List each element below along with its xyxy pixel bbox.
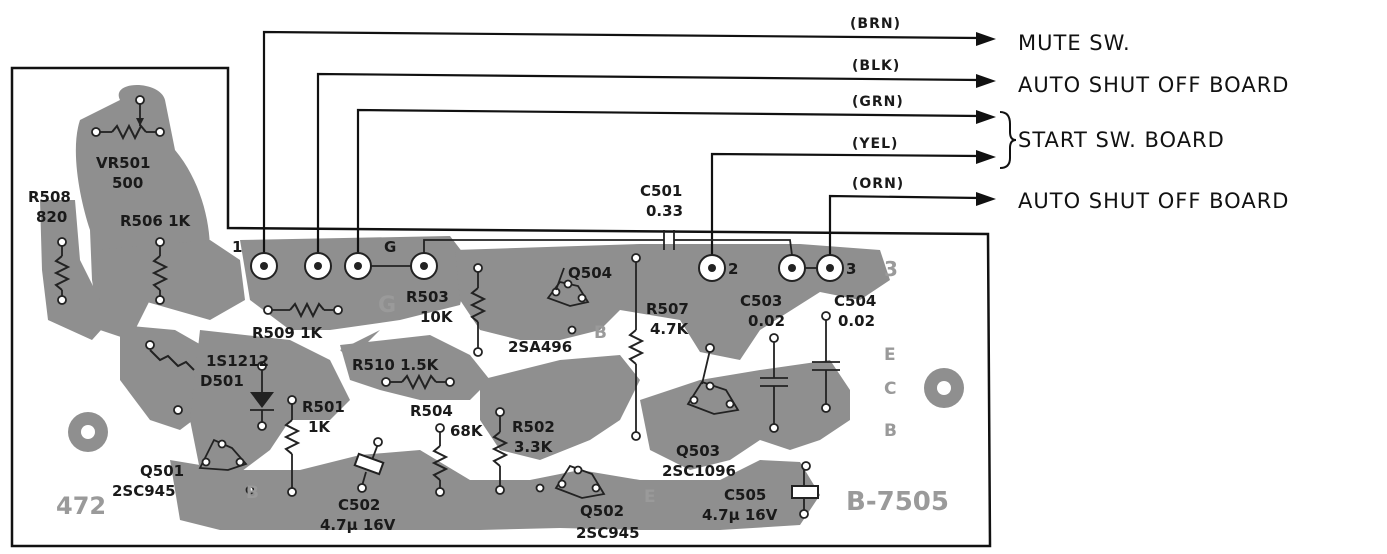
silk-b: B bbox=[884, 421, 897, 441]
wire-color-orn: (ORN) bbox=[852, 176, 904, 192]
silk-3: 3 bbox=[884, 257, 898, 281]
dest-auto-shut-off-1: AUTO SHUT OFF BOARD bbox=[1018, 73, 1289, 97]
d501-diode bbox=[250, 361, 274, 431]
c501-capacitor bbox=[640, 230, 690, 250]
label-q503-type: 2SC1096 bbox=[662, 462, 736, 480]
label-q503: Q503 bbox=[676, 442, 720, 460]
label-r501: R501 bbox=[302, 398, 345, 416]
silk-g: G bbox=[378, 293, 396, 318]
label-c503-val: 0.02 bbox=[748, 312, 785, 330]
pin-3-label: 3 bbox=[846, 260, 856, 278]
label-r508-val: 820 bbox=[36, 208, 67, 226]
dest-auto-shut-off-2: AUTO SHUT OFF BOARD bbox=[1018, 189, 1289, 213]
label-r506: R506 1K bbox=[120, 212, 192, 230]
label-r508: R508 bbox=[28, 188, 71, 206]
label-c503: C503 bbox=[740, 292, 782, 310]
terminal-pads bbox=[250, 239, 844, 282]
mounting-hole-right bbox=[924, 368, 964, 408]
label-r503-val: 10K bbox=[420, 308, 454, 326]
wire-color-yel: (YEL) bbox=[852, 136, 898, 152]
resistor-symbols bbox=[53, 95, 645, 497]
label-c504: C504 bbox=[834, 292, 876, 310]
dest-start-sw-board: START SW. BOARD bbox=[1018, 128, 1225, 152]
silk-c: C bbox=[884, 379, 896, 399]
silk-e-q502: E bbox=[644, 487, 656, 507]
label-r504: R504 bbox=[410, 402, 453, 420]
label-r509: R509 1K bbox=[252, 324, 324, 342]
transistor-symbols bbox=[198, 267, 740, 499]
label-q502: Q502 bbox=[580, 502, 624, 520]
pin-1-label: 1 bbox=[232, 238, 242, 256]
label-c502-val: 4.7μ 16V bbox=[320, 516, 396, 534]
wire-color-blk: (BLK) bbox=[852, 58, 900, 74]
label-r507: R507 bbox=[646, 300, 689, 318]
label-r502-val: 3.3K bbox=[514, 438, 554, 456]
start-sw-brace bbox=[999, 111, 1017, 169]
label-c501-val: 0.33 bbox=[646, 202, 683, 220]
label-r507-val: 4.7K bbox=[650, 320, 690, 338]
label-d501-type: 1S1212 bbox=[206, 352, 269, 370]
label-q504-type: 2SA496 bbox=[508, 338, 572, 356]
wire-lines bbox=[262, 30, 996, 262]
silk-b-q504: B bbox=[594, 323, 607, 343]
dest-mute-sw: MUTE SW. bbox=[1018, 31, 1131, 55]
silk-b-q501: B bbox=[246, 483, 259, 503]
label-r503: R503 bbox=[406, 288, 449, 306]
copper-traces bbox=[40, 85, 890, 530]
label-r501-val: 1K bbox=[308, 418, 331, 436]
label-r504-val: 68K bbox=[450, 422, 484, 440]
pin-g-label: G bbox=[384, 238, 396, 256]
silk-code: 472 bbox=[56, 492, 106, 520]
label-c505-val: 4.7μ 16V bbox=[702, 506, 778, 524]
board-outline bbox=[10, 66, 992, 548]
label-r502: R502 bbox=[512, 418, 555, 436]
label-c502: C502 bbox=[338, 496, 380, 514]
label-c504-val: 0.02 bbox=[838, 312, 875, 330]
label-r510: R510 1.5K bbox=[352, 356, 440, 374]
label-q502-type: 2SC945 bbox=[576, 524, 640, 542]
label-d501: D501 bbox=[200, 372, 244, 390]
label-q501-type: 2SC945 bbox=[112, 482, 176, 500]
mounting-hole-left bbox=[68, 412, 108, 452]
silk-board-id: B-7505 bbox=[846, 487, 949, 517]
label-c501: C501 bbox=[640, 182, 682, 200]
capacitor-symbols bbox=[353, 311, 840, 519]
label-c505: C505 bbox=[724, 486, 766, 504]
label-q501: Q501 bbox=[140, 462, 184, 480]
label-vr501: VR501 bbox=[96, 154, 150, 172]
label-vr501-val: 500 bbox=[112, 174, 143, 192]
pin-2-label: 2 bbox=[728, 260, 738, 278]
wire-color-brn: (BRN) bbox=[850, 16, 901, 32]
wire-color-grn: (GRN) bbox=[852, 94, 904, 110]
label-q504: Q504 bbox=[568, 264, 612, 282]
silk-e: E bbox=[884, 345, 896, 365]
